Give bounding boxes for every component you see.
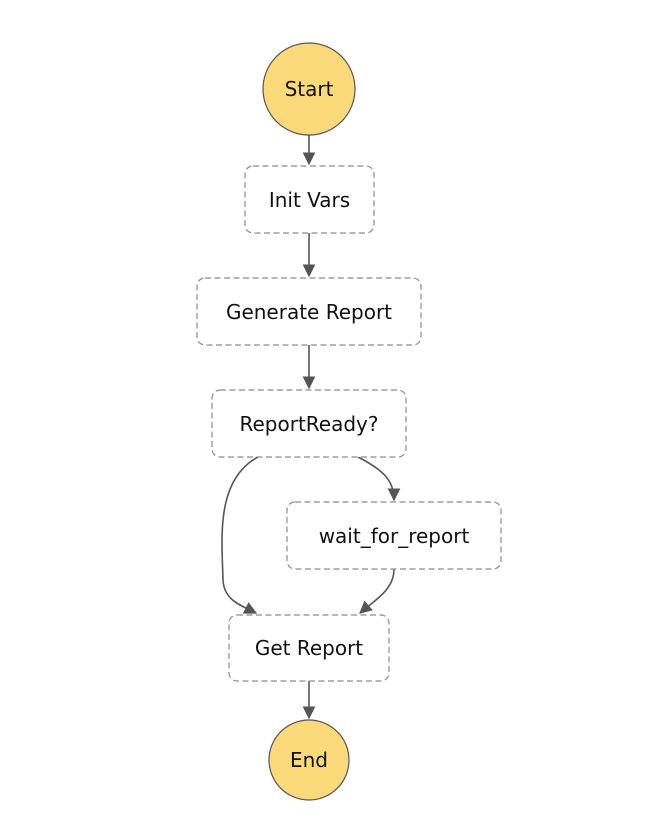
generate-report-node[interactable]: Generate Report — [196, 277, 422, 346]
wait-for-report-node[interactable]: wait_for_report — [286, 501, 502, 570]
edge-wait-for-report-to-get-report — [359, 568, 395, 614]
report-ready-label: ReportReady? — [239, 412, 378, 436]
generate-report-label: Generate Report — [226, 300, 392, 324]
init-vars-label: Init Vars — [269, 188, 350, 212]
init-vars-box — [244, 165, 375, 234]
end-label: End — [290, 748, 328, 772]
init-vars-node[interactable]: Init Vars — [244, 165, 375, 234]
generate-report-box — [196, 277, 422, 346]
get-report-box — [228, 614, 390, 682]
start-circle — [262, 42, 356, 136]
wait-for-report-label: wait_for_report — [319, 524, 470, 548]
wait-for-report-box — [286, 501, 502, 570]
start-label: Start — [285, 77, 334, 101]
edge-report-ready-to-wait-for-report — [357, 456, 401, 502]
end-node[interactable]: End — [268, 719, 350, 801]
edge-report-ready-to-get-report — [221, 456, 259, 614]
report-ready-node[interactable]: ReportReady? — [211, 389, 407, 458]
get-report-node[interactable]: Get Report — [228, 614, 390, 682]
report-ready-box — [211, 389, 407, 458]
edges — [221, 135, 401, 720]
start-node[interactable]: Start — [262, 42, 356, 136]
end-circle — [268, 719, 350, 801]
get-report-label: Get Report — [255, 636, 363, 660]
